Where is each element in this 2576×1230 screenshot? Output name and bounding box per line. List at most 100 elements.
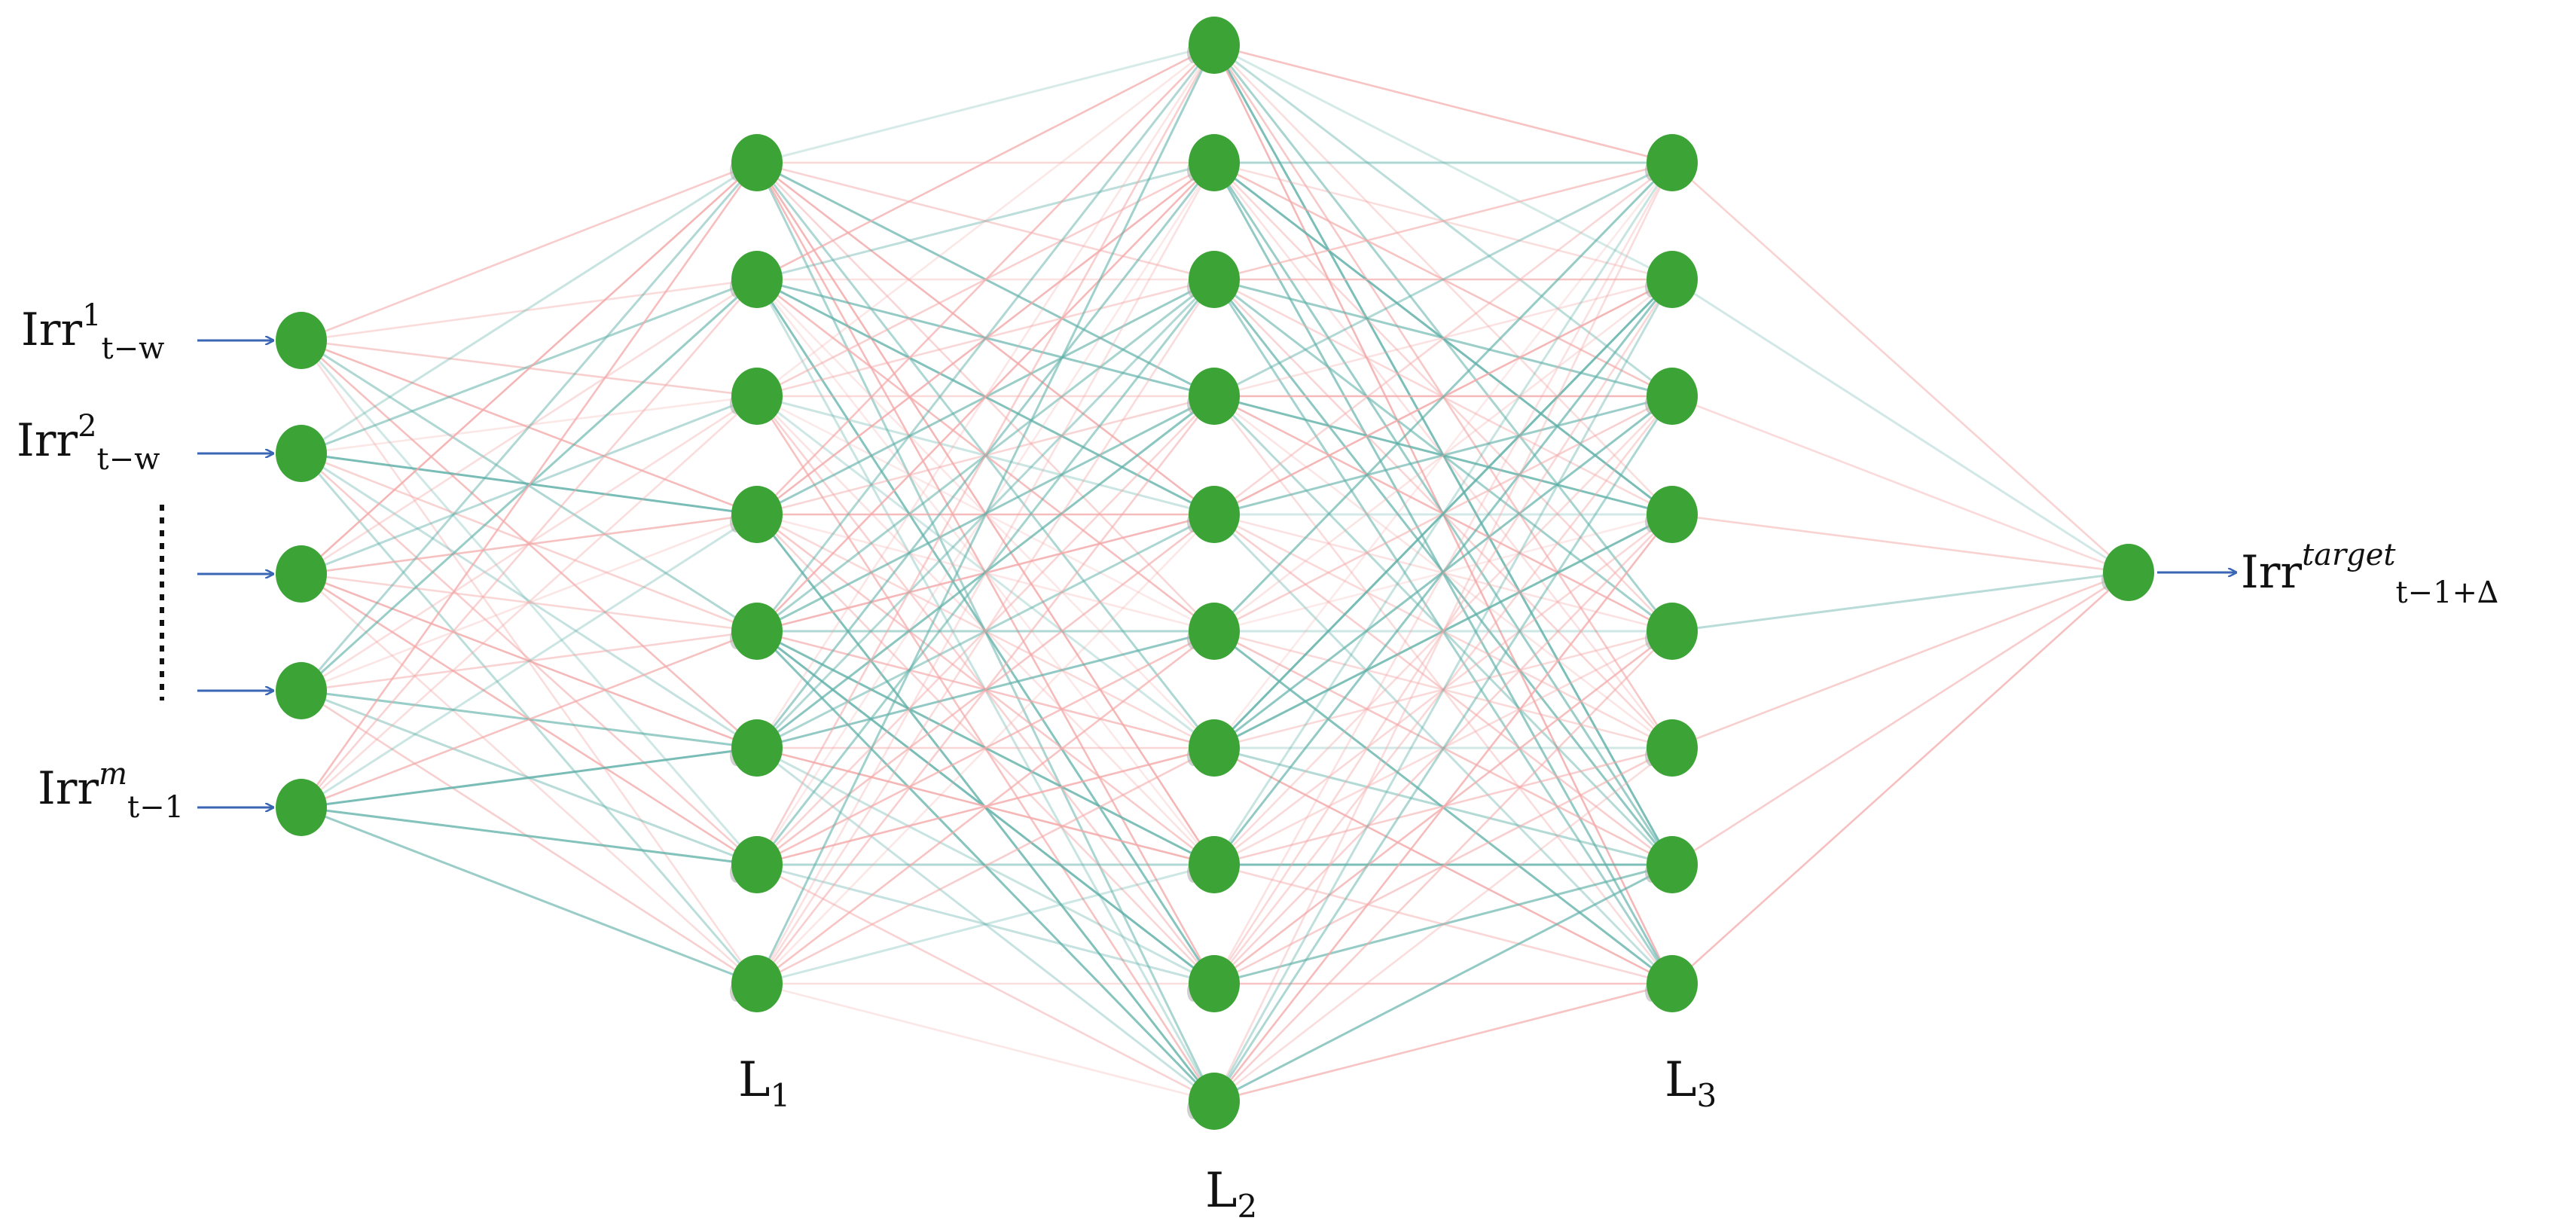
input-label-1: Irr1t−w: [21, 298, 164, 366]
edge-hidden-1-8-to-hidden-2-6: [756, 630, 1215, 985]
edge-input-5-to-hidden-1-7: [301, 806, 758, 866]
edge-hidden-2-6-to-hidden-3-2: [1213, 278, 1673, 633]
edge-input-2-to-hidden-1-1: [301, 161, 758, 455]
edge-hidden-2-9-to-hidden-3-7: [1213, 863, 1673, 985]
edge-hidden-2-9-to-hidden-3-2: [1213, 279, 1674, 984]
edge-input-1-to-hidden-1-2: [301, 278, 758, 342]
node-hidden-2-7: [1189, 719, 1240, 777]
node-hidden-1-6: [731, 719, 783, 777]
edge-hidden-3-2-to-output-1: [1671, 278, 2129, 574]
input-label-m: Irrmt−1: [38, 757, 184, 825]
edge-hidden-2-7-to-hidden-3-4: [1213, 513, 1673, 749]
edge-hidden-1-8-to-hidden-2-7: [756, 746, 1215, 985]
edge-input-2-to-hidden-1-2: [301, 278, 758, 455]
node-hidden-2-1: [1189, 17, 1240, 74]
edge-hidden-2-9-to-hidden-3-3: [1213, 395, 1674, 984]
node-input-1: [276, 312, 327, 369]
edge-hidden-2-10-to-hidden-3-4: [1213, 514, 1674, 1102]
edge-hidden-3-6-to-output-1: [1671, 571, 2129, 749]
edge-hidden-2-7-to-hidden-3-2: [1213, 278, 1674, 749]
node-hidden-3-3: [1647, 368, 1698, 425]
node-hidden-2-9: [1189, 955, 1240, 1012]
edge-hidden-1-8-to-hidden-2-1: [755, 44, 1216, 984]
node-hidden-3-8: [1647, 955, 1698, 1012]
node-hidden-1-4: [731, 486, 783, 543]
edge-hidden-1-8-to-hidden-2-8: [756, 863, 1215, 985]
edge-hidden-1-7-to-hidden-2-10: [756, 863, 1215, 1103]
edge-input-5-to-hidden-1-2: [301, 279, 758, 808]
node-hidden-1-8: [731, 955, 783, 1012]
node-input-2: [276, 425, 327, 482]
node-hidden-2-2: [1189, 134, 1240, 191]
edge-hidden-2-5-to-hidden-3-1: [1213, 161, 1673, 516]
edge-hidden-1-8-to-hidden-2-10: [756, 982, 1215, 1103]
node-hidden-3-7: [1647, 836, 1698, 893]
edge-hidden-1-7-to-hidden-2-4: [756, 395, 1215, 865]
node-hidden-2-3: [1189, 251, 1240, 308]
edge-hidden-2-10-to-hidden-3-7: [1213, 863, 1673, 1103]
edge-hidden-3-5-to-output-1: [1671, 571, 2129, 633]
edge-input-5-to-hidden-1-1: [300, 162, 758, 808]
edge-hidden-2-10-to-hidden-3-3: [1213, 395, 1674, 1102]
output-label: Irrtargett−1+∆: [2241, 538, 2498, 610]
edge-input-5-to-hidden-1-5: [301, 630, 758, 809]
layer-label-l2: L2: [1205, 1163, 1257, 1225]
edge-hidden-2-8-to-hidden-3-4: [1213, 513, 1673, 866]
node-output-1: [2103, 544, 2154, 601]
edge-input-3-to-hidden-1-5: [301, 572, 758, 633]
layer-label-l3: L3: [1665, 1052, 1717, 1114]
edge-hidden-3-4-to-output-1: [1671, 513, 2129, 574]
edge-hidden-2-1-to-hidden-3-1: [1213, 44, 1673, 164]
node-hidden-1-1: [731, 134, 783, 191]
edge-input-1-to-hidden-1-4: [301, 339, 758, 516]
edge-hidden-2-10-to-hidden-3-2: [1213, 279, 1674, 1102]
edge-input-2-to-hidden-1-7: [301, 453, 758, 865]
edge-hidden-1-6-to-hidden-2-5: [756, 513, 1215, 749]
edge-hidden-1-7-to-hidden-2-3: [755, 279, 1216, 865]
edge-input-3-to-hidden-1-1: [301, 162, 758, 575]
edge-hidden-1-8-to-hidden-2-4: [755, 395, 1216, 984]
layer-label-l1: L1: [738, 1052, 790, 1114]
edge-input-5-to-hidden-1-3: [301, 395, 758, 808]
node-hidden-2-5: [1189, 486, 1240, 543]
edge-input-2-to-hidden-1-3: [301, 395, 758, 455]
edge-hidden-1-6-to-hidden-2-1: [755, 44, 1216, 749]
edge-input-1-to-hidden-1-8: [300, 340, 758, 984]
node-hidden-3-6: [1647, 719, 1698, 777]
node-hidden-3-1: [1647, 134, 1698, 191]
edge-hidden-2-4-to-hidden-3-1: [1213, 161, 1673, 398]
node-hidden-1-5: [731, 603, 783, 660]
edge-hidden-2-7-to-hidden-3-5: [1213, 630, 1673, 749]
edge-hidden-3-7-to-output-1: [1671, 571, 2129, 866]
edge-hidden-1-4-to-hidden-2-1: [756, 44, 1215, 515]
edge-input-3-to-hidden-1-2: [301, 278, 758, 575]
edge-hidden-2-3-to-hidden-3-1: [1213, 161, 1673, 281]
edge-hidden-2-4-to-hidden-3-2: [1213, 278, 1673, 398]
edge-hidden-1-1-to-hidden-2-1: [756, 44, 1215, 164]
node-hidden-3-5: [1647, 603, 1698, 660]
node-hidden-1-7: [731, 836, 783, 893]
edge-input-5-to-hidden-1-8: [301, 806, 758, 985]
node-input-4: [276, 662, 327, 719]
edge-hidden-1-8-to-hidden-2-3: [755, 279, 1216, 984]
edge-hidden-3-8-to-output-1: [1671, 572, 2129, 984]
node-hidden-2-4: [1189, 368, 1240, 425]
connection-edges: [300, 44, 2129, 1103]
edge-hidden-1-5-to-hidden-2-1: [755, 44, 1216, 632]
node-hidden-3-4: [1647, 486, 1698, 543]
edge-input-2-to-hidden-1-6: [301, 452, 758, 749]
edge-hidden-1-5-to-hidden-2-2: [756, 162, 1215, 632]
neuron-nodes: [276, 17, 2154, 1130]
node-input-3: [276, 545, 327, 603]
node-hidden-1-3: [731, 368, 783, 425]
input-label-2: Irr2t−w: [17, 409, 160, 477]
edge-input-4-to-hidden-1-4: [301, 513, 758, 692]
edge-hidden-2-10-to-hidden-3-6: [1213, 746, 1673, 1103]
node-hidden-3-2: [1647, 251, 1698, 308]
edge-input-1-to-hidden-1-7: [300, 340, 758, 865]
node-hidden-1-2: [731, 251, 783, 308]
edge-input-1-to-hidden-1-1: [301, 161, 758, 342]
edge-hidden-3-1-to-output-1: [1671, 162, 2129, 573]
edge-input-5-to-hidden-1-4: [301, 513, 758, 809]
